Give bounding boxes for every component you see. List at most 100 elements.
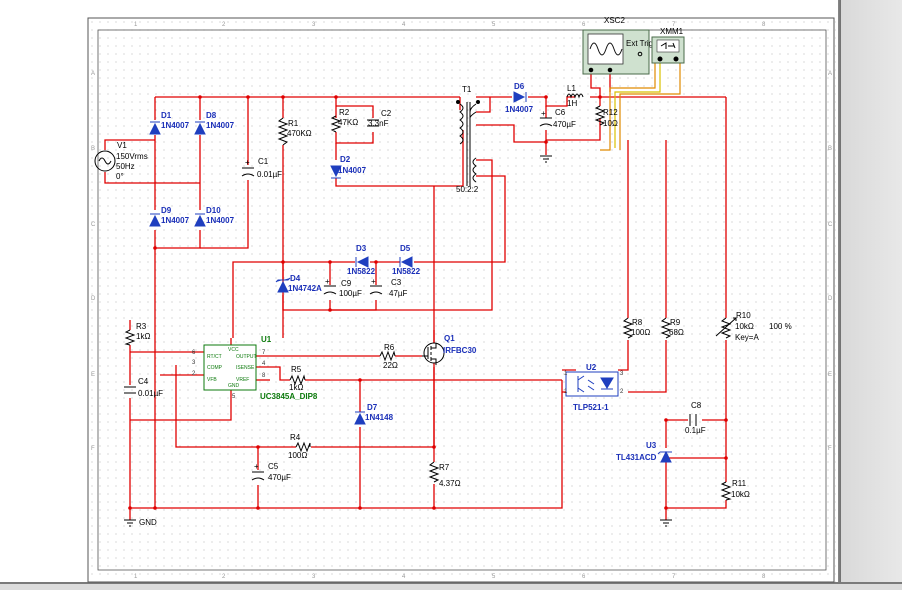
svg-text:47KΩ: 47KΩ xyxy=(338,118,358,127)
r9-resistor[interactable]: R9 68Ω xyxy=(660,317,684,339)
svg-text:2: 2 xyxy=(620,389,624,395)
r1-resistor[interactable]: R1 470KΩ xyxy=(277,117,312,146)
v1-ref: V1 xyxy=(117,141,127,150)
svg-text:R11: R11 xyxy=(732,479,747,488)
col-label: 2 xyxy=(222,574,226,580)
d10-diode[interactable]: D10 1N4007 xyxy=(194,206,235,227)
c4-capacitor[interactable]: C4 0.01µF xyxy=(124,377,163,398)
c2-capacitor[interactable]: C2 3.3nF xyxy=(367,109,392,128)
gnd-symbol: GND xyxy=(124,518,157,527)
col-label: 3 xyxy=(312,22,316,28)
svg-text:COMP: COMP xyxy=(207,365,223,371)
schematic-sheet[interactable] xyxy=(88,18,836,582)
r12-resistor[interactable]: R12 10Ω xyxy=(594,105,618,128)
bottom-scrollbar-panel[interactable] xyxy=(0,582,902,590)
l1-inductor[interactable]: L1 1H xyxy=(566,84,584,108)
svg-text:1H: 1H xyxy=(567,99,577,108)
svg-text:RT/CT: RT/CT xyxy=(207,354,222,360)
svg-text:IRFBC30: IRFBC30 xyxy=(443,346,477,355)
svg-text:+: + xyxy=(245,158,250,167)
xmm1-multimeter[interactable]: XMM1 xyxy=(651,27,685,64)
svg-text:R10: R10 xyxy=(736,311,751,320)
col-label: 8 xyxy=(762,22,766,28)
d7-diode[interactable]: D7 1N4148 xyxy=(354,403,394,425)
svg-text:50:2:2: 50:2:2 xyxy=(456,185,479,194)
c9-capacitor[interactable]: + C9 100µF xyxy=(323,277,362,298)
d8-diode[interactable]: D8 1N4007 xyxy=(194,111,235,135)
c6-capacitor[interactable]: + C6 470µF xyxy=(539,108,576,129)
svg-text:VCC: VCC xyxy=(228,347,239,353)
svg-text:1kΩ: 1kΩ xyxy=(289,383,303,392)
xsc2-oscilloscope[interactable]: Ext Trig XSC2 xyxy=(582,16,653,75)
ground-symbol xyxy=(660,519,672,527)
svg-text:D1: D1 xyxy=(161,111,172,120)
svg-text:R8: R8 xyxy=(632,318,643,327)
svg-text:D5: D5 xyxy=(400,244,411,253)
u1-pwm-controller[interactable]: VCC RT/CT COMP VFB OUTPUT ISENSE VREF GN… xyxy=(192,335,318,401)
r11-resistor[interactable]: R11 10kΩ xyxy=(720,479,750,501)
svg-text:D9: D9 xyxy=(161,206,172,215)
c3-capacitor[interactable]: + C3 47µF xyxy=(369,277,408,298)
r6-resistor[interactable]: R6 22Ω xyxy=(379,343,398,370)
c1-capacitor[interactable]: + C1 0.01µF xyxy=(241,157,282,179)
svg-text:C1: C1 xyxy=(258,157,269,166)
r10-potentiometer[interactable]: R10 10kΩ Key=A 100 % xyxy=(715,311,792,342)
d4-zener-diode[interactable]: D4 1N4742A xyxy=(275,274,322,293)
svg-text:OUTPUT: OUTPUT xyxy=(236,354,257,360)
svg-text:1: 1 xyxy=(564,371,568,377)
d3-diode[interactable]: D3 1N5822 xyxy=(347,244,376,276)
svg-text:Q1: Q1 xyxy=(444,334,455,343)
svg-text:TLP521-1: TLP521-1 xyxy=(573,403,609,412)
q1-mosfet[interactable]: Q1 IRFBC30 xyxy=(422,334,477,365)
r2-resistor[interactable]: R2 47KΩ xyxy=(330,108,358,133)
row-label: A xyxy=(828,71,832,77)
v1-phase: 0° xyxy=(116,172,124,181)
svg-text:0.01µF: 0.01µF xyxy=(138,389,163,398)
svg-text:D2: D2 xyxy=(340,155,351,164)
svg-text:1N5822: 1N5822 xyxy=(347,267,376,276)
c8-capacitor[interactable]: C8 0.1µF xyxy=(685,401,706,435)
r8-resistor[interactable]: R8 100Ω xyxy=(622,317,650,339)
svg-text:TL431ACD: TL431ACD xyxy=(616,453,657,462)
svg-text:1kΩ: 1kΩ xyxy=(136,332,150,341)
svg-text:10kΩ: 10kΩ xyxy=(731,490,750,499)
u2-optocoupler[interactable]: 1 1 2 3 U2 TLP521-1 xyxy=(564,363,624,412)
d5-diode[interactable]: D5 1N5822 xyxy=(392,244,421,276)
r5-resistor[interactable]: R5 1kΩ xyxy=(289,365,306,392)
u3-shunt-regulator[interactable]: U3 TL431ACD xyxy=(616,441,672,463)
d2-diode[interactable]: D2 1N4007 xyxy=(330,155,367,179)
svg-text:D8: D8 xyxy=(206,111,217,120)
ext-trig-label: Ext Trig xyxy=(626,39,653,48)
svg-text:R7: R7 xyxy=(439,463,450,472)
d1-diode[interactable]: D1 1N4007 xyxy=(149,111,190,135)
svg-text:C2: C2 xyxy=(381,109,392,118)
svg-text:0.01µF: 0.01µF xyxy=(257,170,282,179)
left-panel xyxy=(0,0,88,590)
svg-text:1N4007: 1N4007 xyxy=(206,216,235,225)
d9-diode[interactable]: D9 1N4007 xyxy=(149,206,190,227)
row-label: C xyxy=(828,222,833,228)
svg-text:D4: D4 xyxy=(290,274,301,283)
right-scrollbar-panel[interactable] xyxy=(838,0,902,590)
d6-diode[interactable]: D6 1N4007 xyxy=(505,82,534,114)
c5-capacitor[interactable]: + C5 470µF xyxy=(251,462,291,482)
svg-text:1N4007: 1N4007 xyxy=(505,105,534,114)
svg-text:R4: R4 xyxy=(290,433,301,442)
r4-resistor[interactable]: R4 100Ω xyxy=(288,433,311,460)
row-label: C xyxy=(91,222,96,228)
t1-transformer[interactable]: T1 50:2:2 xyxy=(456,85,480,194)
v1-ac-source[interactable]: V1 150Vrms 50Hz 0° xyxy=(94,141,148,181)
row-label: E xyxy=(828,372,832,378)
svg-text:100 %: 100 % xyxy=(769,322,792,331)
v1-frequency: 50Hz xyxy=(116,162,135,171)
svg-text:D6: D6 xyxy=(514,82,525,91)
r3-resistor[interactable]: R3 1kΩ xyxy=(124,322,150,346)
svg-text:C8: C8 xyxy=(691,401,702,410)
v1-voltage: 150Vrms xyxy=(116,152,148,161)
svg-text:C9: C9 xyxy=(341,279,352,288)
r7-resistor[interactable]: R7 4.37Ω xyxy=(428,461,461,488)
svg-text:XMM1: XMM1 xyxy=(660,27,684,36)
col-label: 6 xyxy=(582,22,586,28)
col-label: 7 xyxy=(672,574,676,580)
